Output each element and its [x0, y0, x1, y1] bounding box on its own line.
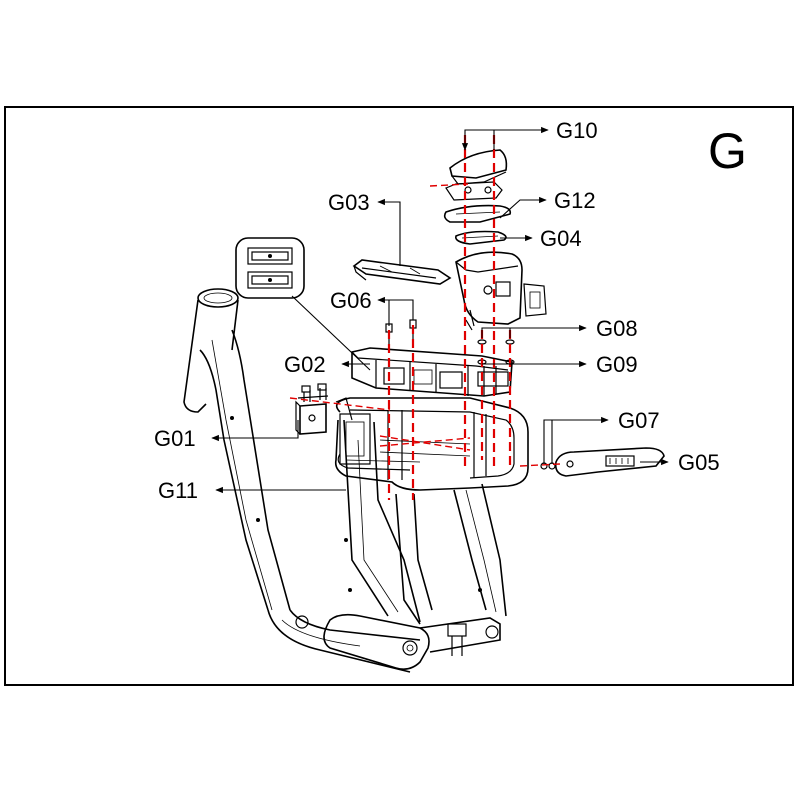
- label-g07: G07: [618, 408, 660, 433]
- part-g05-cover: [554, 447, 665, 477]
- label-g12: G12: [554, 188, 596, 213]
- label-g01: G01: [154, 426, 196, 451]
- part-labels: G10 G12 G04 G03 G06 G02 G08 G09 G07 G05 …: [154, 118, 720, 503]
- label-g04: G04: [540, 226, 582, 251]
- part-g10-cap: [445, 149, 508, 201]
- part-g06-bolts: [385, 319, 417, 344]
- part-g08-g09-washers: [477, 339, 515, 365]
- label-g10: G10: [556, 118, 598, 143]
- assembly-lines: [289, 135, 561, 500]
- main-frame-drawing: [183, 288, 529, 673]
- section-letter: G: [708, 123, 747, 179]
- part-g01-bracket: [295, 383, 329, 435]
- diagram-frame: [4, 106, 794, 686]
- part-g02-box: [351, 347, 513, 397]
- part-g12-plate: [443, 204, 512, 223]
- label-g03: G03: [328, 190, 370, 215]
- label-g02: G02: [284, 352, 326, 377]
- label-g11: G11: [158, 478, 198, 503]
- detail-inset: [235, 237, 371, 371]
- label-g09: G09: [596, 352, 638, 377]
- part-g03-plate: [352, 259, 452, 285]
- part-g04-gasket: [454, 230, 507, 245]
- label-g06: G06: [330, 288, 372, 313]
- label-g05: G05: [678, 450, 720, 475]
- leader-lines: [211, 126, 669, 494]
- label-g08: G08: [596, 316, 638, 341]
- console-housing: [455, 251, 547, 331]
